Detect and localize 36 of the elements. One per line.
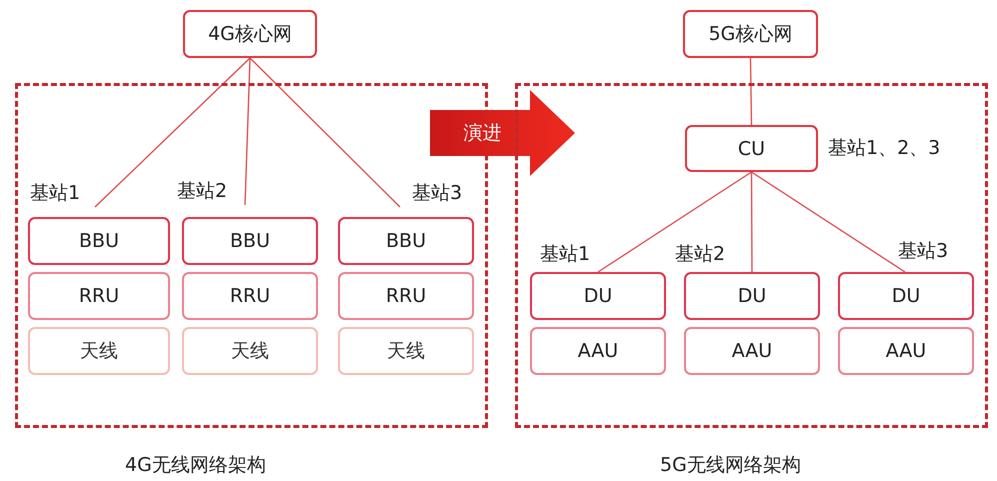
unit-box: RRU <box>338 272 474 320</box>
unit-box: 天线 <box>28 327 170 375</box>
unit-box: RRU <box>28 272 170 320</box>
unit-box: DU <box>838 272 974 320</box>
unit-box: AAU <box>530 327 666 375</box>
core-network-box: 4G核心网 <box>183 10 317 58</box>
core-network-box: 5G核心网 <box>683 10 818 58</box>
dashed-region <box>515 83 988 428</box>
connector-line <box>751 171 906 273</box>
unit-box: RRU <box>182 272 318 320</box>
connector-line <box>250 58 400 208</box>
connector-line <box>750 58 752 125</box>
unit-box: BBU <box>338 217 474 265</box>
base-station-label: 基站2 <box>675 242 726 267</box>
unit-box: CU <box>685 125 818 172</box>
unit-box: AAU <box>684 327 820 375</box>
base-station-label: 基站1 <box>30 181 80 206</box>
base-station-label: 基站1 <box>540 242 590 267</box>
unit-box: 天线 <box>338 327 474 375</box>
connector-line <box>244 58 251 206</box>
unit-box: DU <box>530 272 666 320</box>
connector-line <box>750 172 753 272</box>
diagram-caption: 5G无线网络架构 <box>660 453 801 478</box>
diagram-caption: 4G无线网络架构 <box>125 453 266 478</box>
unit-box: BBU <box>182 217 318 265</box>
connector-line <box>598 171 752 273</box>
unit-box: AAU <box>838 327 974 375</box>
base-station-label: 基站2 <box>177 179 228 204</box>
connector-line <box>94 58 250 208</box>
unit-box: 天线 <box>182 327 318 375</box>
arrow-label: 演进 <box>464 121 502 146</box>
base-station-label: 基站3 <box>412 181 462 206</box>
unit-box: BBU <box>28 217 170 265</box>
unit-box: DU <box>684 272 820 320</box>
base-station-label: 基站1、2、3 <box>828 136 940 161</box>
base-station-label: 基站3 <box>898 239 948 264</box>
